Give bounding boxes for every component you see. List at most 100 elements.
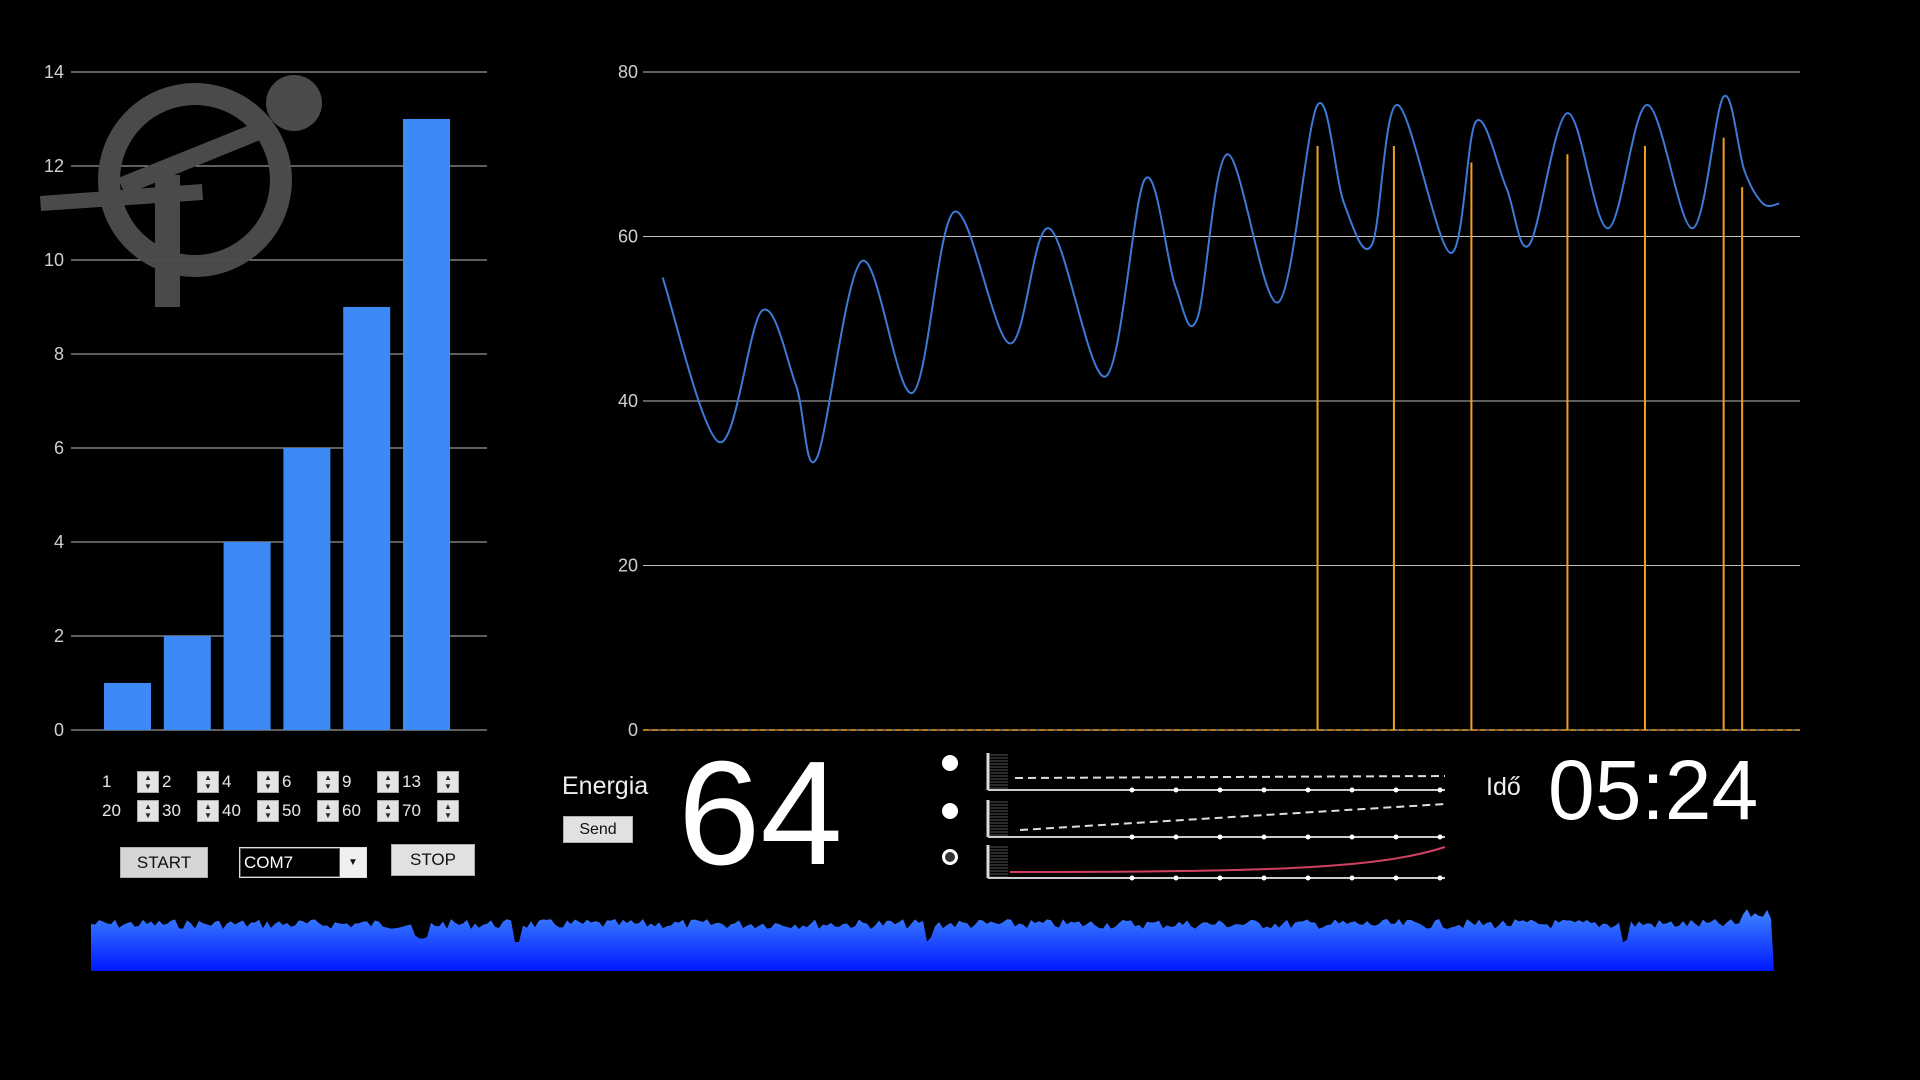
port-select-value: COM7 [240, 848, 340, 877]
energy-value: 64 [678, 731, 843, 896]
arrow-down-icon: ▼ [384, 782, 392, 791]
y-tick-label: 4 [54, 532, 64, 552]
preview-marker [1349, 787, 1355, 793]
spinner-value: 13 [402, 772, 421, 791]
mode-profile-previews [986, 753, 1446, 881]
preview-marker [1305, 834, 1311, 840]
preview-marker [1437, 787, 1443, 793]
y-tick-label: 14 [44, 62, 64, 82]
signal-line [661, 94, 1780, 464]
start-button[interactable]: START [120, 847, 208, 878]
spinner-updown-button[interactable]: ▲▼ [137, 771, 159, 793]
send-button[interactable]: Send [563, 816, 633, 843]
chevron-down-icon[interactable]: ▼ [340, 848, 366, 877]
spinner-updown-button[interactable]: ▲▼ [437, 771, 459, 793]
arrow-down-icon: ▼ [204, 782, 212, 791]
bar [104, 683, 151, 730]
preview-marker [1129, 875, 1135, 881]
audio-waveform [91, 909, 1774, 971]
y-tick-label: 8 [54, 344, 64, 364]
preview-marker [1393, 787, 1399, 793]
arrow-down-icon: ▼ [444, 811, 452, 820]
spinner-updown-button[interactable]: ▲▼ [437, 800, 459, 822]
spinner-updown-button[interactable]: ▲▼ [377, 771, 399, 793]
preview-marker [1173, 834, 1179, 840]
mode-radio-linear[interactable] [942, 803, 958, 819]
arrow-down-icon: ▼ [264, 811, 272, 820]
spinner-value: 40 [222, 801, 241, 820]
arrow-down-icon: ▼ [324, 811, 332, 820]
preview-marker [1129, 834, 1135, 840]
arrow-up-icon: ▲ [204, 773, 212, 782]
preview-marker [1305, 875, 1311, 881]
time-label: Idő [1486, 773, 1521, 801]
arrow-up-icon: ▲ [144, 802, 152, 811]
arrow-down-icon: ▼ [264, 782, 272, 791]
arrow-up-icon: ▲ [384, 802, 392, 811]
stop-button[interactable]: STOP [391, 844, 475, 876]
bar [283, 448, 331, 730]
preview-marker [1129, 787, 1135, 793]
flywheel-logo-icon [40, 75, 322, 307]
spinner-updown-button[interactable]: ▲▼ [197, 800, 219, 822]
energy-label: Energia [562, 772, 649, 800]
preview-curve [1014, 775, 1446, 779]
arrow-up-icon: ▲ [204, 802, 212, 811]
arrow-down-icon: ▼ [444, 782, 452, 791]
spinner-value: 50 [282, 801, 301, 820]
spinner-value: 2 [162, 772, 172, 791]
preview-marker [1393, 875, 1399, 881]
y-tick-label: 20 [618, 556, 638, 576]
spinner-updown-button[interactable]: ▲▼ [197, 771, 219, 793]
arrow-up-icon: ▲ [324, 773, 332, 782]
spinner-updown-button[interactable]: ▲▼ [257, 800, 279, 822]
spinner-updown-button[interactable]: ▲▼ [317, 771, 339, 793]
preview-marker [1261, 875, 1267, 881]
spinner-updown-button[interactable]: ▲▼ [137, 800, 159, 822]
mode-radio-exponential[interactable] [942, 849, 958, 865]
preview-curve [1009, 846, 1446, 873]
spinner-value: 20 [102, 801, 121, 820]
preview-marker [1437, 875, 1443, 881]
arrow-down-icon: ▼ [324, 782, 332, 791]
preview-marker [1437, 834, 1443, 840]
preview-marker [1217, 834, 1223, 840]
spinner-updown-button[interactable]: ▲▼ [377, 800, 399, 822]
arrow-down-icon: ▼ [144, 782, 152, 791]
arrow-up-icon: ▲ [384, 773, 392, 782]
preview-marker [1393, 834, 1399, 840]
spinner-value: 4 [222, 772, 232, 791]
arrow-up-icon: ▲ [264, 773, 272, 782]
preview-marker [1173, 787, 1179, 793]
y-tick-label: 0 [54, 720, 64, 740]
preview-marker [1217, 787, 1223, 793]
spinner-value: 9 [342, 772, 352, 791]
preview-marker [1305, 787, 1311, 793]
arrow-down-icon: ▼ [144, 811, 152, 820]
bar [343, 307, 391, 730]
arrow-up-icon: ▲ [144, 773, 152, 782]
port-select[interactable]: COM7 ▼ [239, 847, 367, 878]
spinner-value: 60 [342, 801, 361, 820]
y-tick-label: 60 [618, 227, 638, 247]
arrow-down-icon: ▼ [204, 811, 212, 820]
bar [163, 636, 211, 730]
arrow-up-icon: ▲ [264, 802, 272, 811]
spinner-value: 70 [402, 801, 421, 820]
spinner-updown-button[interactable]: ▲▼ [257, 771, 279, 793]
spinner-updown-button[interactable]: ▲▼ [317, 800, 339, 822]
y-tick-label: 2 [54, 626, 64, 646]
preview-marker [1349, 875, 1355, 881]
y-tick-label: 0 [628, 720, 638, 740]
preview-curve [1019, 803, 1446, 831]
arrow-up-icon: ▲ [324, 802, 332, 811]
y-tick-label: 6 [54, 438, 64, 458]
bar [403, 119, 450, 730]
preview-marker [1261, 834, 1267, 840]
mode-radio-constant[interactable] [942, 755, 958, 771]
waveform-shape [91, 909, 1774, 971]
preview-marker [1217, 875, 1223, 881]
time-value: 05:24 [1548, 743, 1759, 837]
